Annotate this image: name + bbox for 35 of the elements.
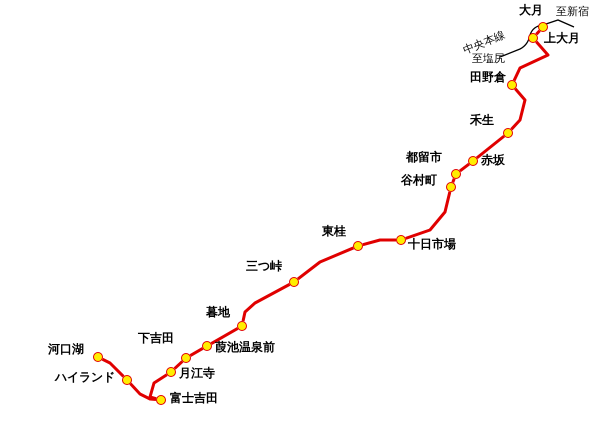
line-label: 至塩尻	[472, 52, 505, 65]
railway-track	[190, 347, 204, 357]
station-name: 月江寺	[179, 366, 215, 380]
station-name: 禾生	[470, 113, 494, 127]
station-name: 下吉田	[138, 331, 174, 345]
station-name: 富士吉田	[170, 391, 218, 405]
railway-track	[405, 192, 452, 240]
railway-track	[297, 246, 354, 280]
railway-track	[148, 373, 168, 400]
station-name: 葭池温泉前	[215, 340, 275, 354]
railway-track	[242, 283, 290, 322]
railway-track	[512, 40, 550, 82]
station-name: 都留市	[406, 150, 442, 164]
railway-track	[459, 162, 470, 172]
station-name: 上大月	[544, 31, 580, 45]
railway-track	[174, 360, 184, 370]
station-name: 谷村町	[401, 173, 437, 187]
station-name: 河口湖	[48, 342, 84, 356]
station-name: 田野倉	[470, 70, 506, 84]
railway-track	[129, 382, 156, 402]
station-name: 十日市場	[408, 237, 456, 251]
station-name: ハイランド	[55, 370, 115, 384]
railway-track	[510, 88, 526, 130]
railway-track	[210, 327, 238, 345]
station-name: 三つ峠	[246, 259, 282, 273]
railway-track	[535, 30, 541, 36]
station-name: 大月	[519, 3, 543, 17]
station-name: 赤坂	[481, 153, 505, 167]
railway-track	[476, 134, 506, 160]
railway-track	[362, 238, 396, 246]
railway-track	[102, 358, 125, 378]
railway-track	[451, 178, 456, 183]
station-name: 東桂	[322, 224, 346, 238]
station-name: 暮地	[206, 305, 230, 319]
line-label: 至新宿	[556, 5, 589, 18]
